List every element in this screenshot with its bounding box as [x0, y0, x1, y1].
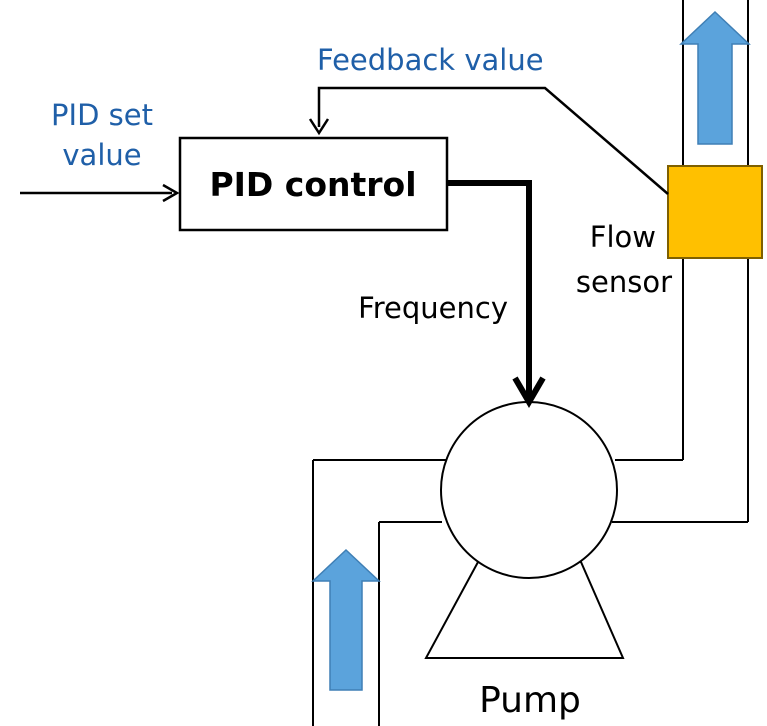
feedback-value-label: Feedback value	[317, 43, 544, 77]
pid-set-value-label-line2: value	[62, 138, 141, 172]
frequency-line	[447, 180, 532, 398]
pump-label: Pump	[479, 680, 581, 721]
feedback-arrowhead-icon	[308, 118, 330, 136]
pid-control-label: PID control	[209, 165, 416, 204]
flow-sensor-label-line2: sensor	[576, 265, 672, 299]
set-value-arrowhead-icon	[162, 183, 180, 203]
pid-set-value-label-line1: PID set	[51, 98, 153, 132]
up-arrow-icon	[311, 548, 381, 691]
flow-sensor-label-line1: Flow	[590, 220, 656, 254]
frequency-arrowhead-icon	[512, 376, 546, 408]
up-arrow-icon	[679, 10, 751, 145]
frequency-label: Frequency	[358, 291, 508, 325]
flow-sensor	[667, 165, 763, 259]
pump-symbol-icon	[440, 401, 618, 579]
feedback-line	[317, 86, 669, 195]
